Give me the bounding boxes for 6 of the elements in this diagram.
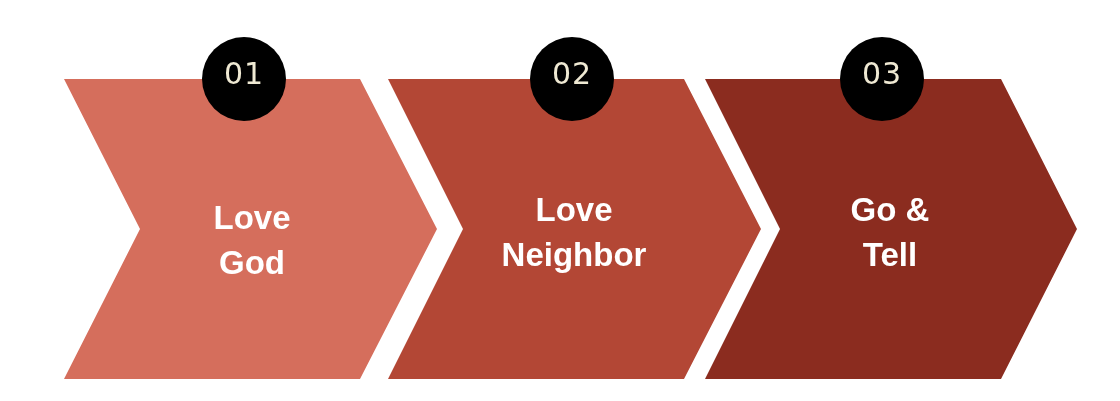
- step-label: Go & Tell: [849, 190, 931, 275]
- step-label: Love Neighbor: [500, 190, 648, 275]
- step-number: 03: [861, 57, 903, 91]
- step-number: 02: [551, 57, 593, 91]
- step-label: Love God: [212, 198, 292, 283]
- step-number: 01: [223, 57, 265, 91]
